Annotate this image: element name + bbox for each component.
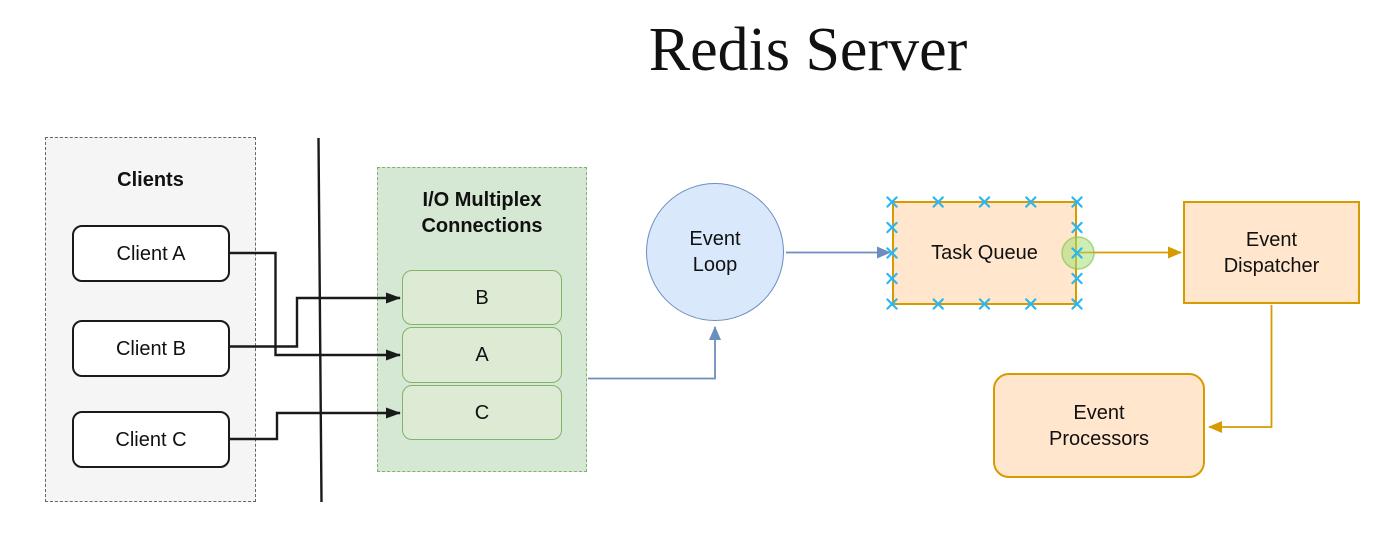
event-processors-label: Event Processors <box>1048 401 1150 450</box>
connection-a-label: A <box>475 344 489 366</box>
task-queue-label: Task Queue <box>931 242 1038 264</box>
client-b-label: Client B <box>115 337 187 360</box>
connection-c-label: C <box>474 401 490 424</box>
node-event-processors[interactable]: Event Processors <box>993 373 1205 478</box>
event-dispatcher-label: Event Dispatcher <box>1223 228 1320 277</box>
clients-group-label: Clients <box>117 169 184 191</box>
connection-b-label: B <box>475 286 489 309</box>
node-event-loop[interactable]: Event Loop <box>646 183 784 321</box>
wire-event-dispatcher-to-event-processors[interactable] <box>1208 305 1273 433</box>
node-connection-a[interactable]: A <box>402 327 562 383</box>
client-c-label: Client C <box>115 428 187 451</box>
vertical-divider-line[interactable] <box>317 137 323 503</box>
io-multiplex-group-label: I/O Multiplex Connections <box>421 189 543 237</box>
node-task-queue[interactable]: Task Queue <box>892 201 1077 305</box>
node-event-dispatcher[interactable]: Event Dispatcher <box>1183 201 1360 304</box>
wire-io-multiplex-to-event-loop[interactable] <box>588 326 721 380</box>
node-client-a[interactable]: Client A <box>72 225 230 282</box>
client-a-label: Client A <box>116 242 186 265</box>
diagram-title[interactable]: Redis Server <box>648 16 968 84</box>
node-client-b[interactable]: Client B <box>72 320 230 377</box>
node-connection-b[interactable]: B <box>402 270 562 325</box>
node-client-c[interactable]: Client C <box>72 411 230 468</box>
event-loop-label: Event Loop <box>689 228 741 276</box>
node-connection-c[interactable]: C <box>402 385 562 440</box>
